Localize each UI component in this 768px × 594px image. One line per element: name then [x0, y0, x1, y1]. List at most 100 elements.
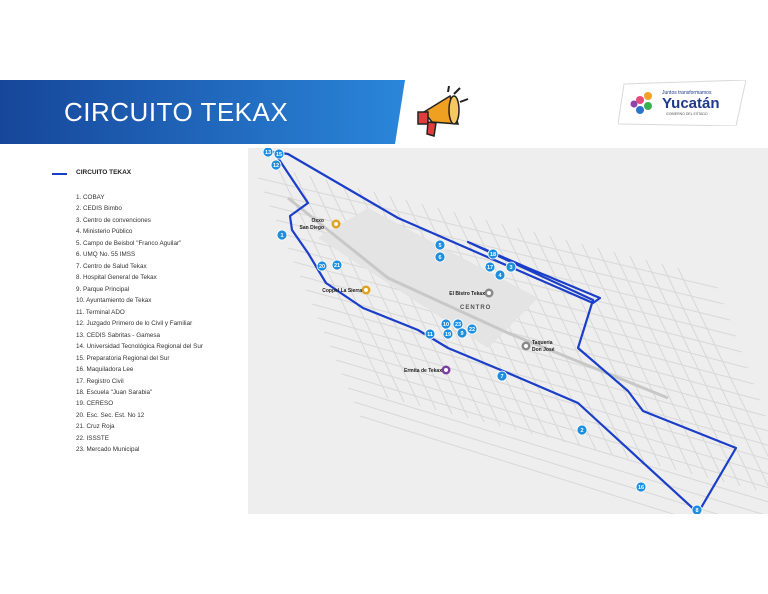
stop-marker[interactable]: 9 — [456, 327, 468, 339]
landmark-label: San Diego — [300, 225, 324, 231]
downtown-shaded-area — [318, 208, 538, 348]
route-map[interactable]: 13 15 12 1 20 21 5 6 18 17 3 4 10 23 9 22 11 19 7 2 16 8 Oxxo… — [248, 146, 768, 545]
stop-number: 15 — [276, 152, 282, 158]
legend-place-item: 14. Universidad Tecnológica Regional del… — [76, 343, 203, 351]
stop-number: 22 — [469, 327, 475, 333]
legend-place-item: 12. Juzgado Primero de lo Civil y Famili… — [76, 320, 193, 328]
legend-place-item: 19. CERESO — [76, 400, 114, 408]
landmark-label: Ermita de Tekax — [404, 368, 442, 374]
stop-marker[interactable]: 20 — [316, 260, 328, 272]
stop-marker[interactable]: 21 — [331, 259, 343, 271]
stop-number: 8 — [695, 508, 698, 514]
stop-number: 17 — [487, 265, 493, 271]
legend-place-item: 21. Cruz Roja — [76, 423, 115, 431]
stop-marker[interactable]: 7 — [496, 370, 508, 382]
stop-number: 2 — [580, 428, 583, 434]
map-canvas: 13 15 12 1 20 21 5 6 18 17 3 4 10 23 9 22 11 19 7 2 16 8 Oxxo… — [248, 146, 768, 545]
stop-number: 9 — [460, 331, 463, 337]
legend-place-item: 15. Preparatoria Regional del Sur — [76, 354, 170, 362]
stop-number: 18 — [490, 252, 496, 258]
legend-place-item: 16. Maquiladora Lee — [76, 366, 134, 374]
stop-marker[interactable]: 12 — [270, 159, 282, 171]
landmark-label: Coppel La Sierra — [322, 288, 362, 294]
megaphone-icon — [414, 85, 472, 140]
legend-place-item: 4. Ministerio Público — [76, 228, 133, 236]
legend-place-item: 23. Mercado Municipal — [76, 446, 140, 454]
landmark-label: Oxxo — [311, 218, 324, 224]
route-legend-swatch — [52, 173, 67, 175]
stop-number: 12 — [273, 163, 279, 169]
legend-place-item: 17. Registro Civil — [76, 377, 124, 385]
stop-marker[interactable]: 16 — [635, 481, 647, 493]
legend-place-item: 9. Parque Principal — [76, 285, 130, 293]
legend-place-item: 18. Escuela "Juan Sarabia" — [76, 388, 153, 396]
restaurant-icon — [521, 341, 531, 351]
logo-tagline: Juntos transformamos — [662, 90, 712, 96]
legend-place-item: 10. Ayuntamiento de Tekax — [76, 297, 152, 305]
legend-place-item: 11. Terminal ADO — [76, 308, 125, 316]
legend-place-item: 5. Campo de Beisbol "Franco Aguilar" — [76, 239, 182, 247]
church-icon — [441, 365, 451, 375]
stop-number: 21 — [334, 263, 340, 269]
legend-place-item: 22. ISSSTE — [76, 434, 109, 442]
logo-wordmark: Yucatán — [662, 95, 720, 112]
stop-marker[interactable]: 23 — [452, 318, 464, 330]
header-banner — [0, 80, 405, 144]
stop-marker[interactable]: 19 — [442, 328, 454, 340]
legend-place-item: 3. Centro de convenciones — [76, 216, 151, 224]
stop-number: 7 — [500, 374, 503, 380]
stop-marker[interactable]: 11 — [424, 328, 436, 340]
landmark-label: El Bistro Tekax — [449, 291, 485, 297]
stop-marker[interactable]: 10 — [440, 318, 452, 330]
stop-number: 3 — [509, 265, 512, 271]
stop-number: 16 — [638, 485, 644, 491]
stop-marker[interactable]: 22 — [466, 323, 478, 335]
stop-marker[interactable]: 6 — [434, 251, 446, 263]
legend-place-item: 13. CEDIS Sabritas - Gamesa — [76, 331, 160, 339]
stop-marker[interactable]: 4 — [494, 269, 506, 281]
stop-number: 11 — [427, 332, 433, 338]
stop-marker[interactable]: 2 — [576, 424, 588, 436]
landmark[interactable]: El Bistro Tekax — [449, 288, 494, 298]
stop-number: 5 — [438, 243, 441, 249]
stop-number: 10 — [443, 322, 449, 328]
stop-marker[interactable]: 3 — [505, 261, 517, 273]
route-legend-label: CIRCUITO TEKAX — [76, 169, 132, 176]
stop-marker[interactable]: 5 — [434, 239, 446, 251]
legend-place-item: 20. Esc. Sec. Est. No 12 — [76, 411, 145, 419]
legend-place-item: 1. COBAY — [76, 194, 105, 201]
landmark-label: Don José — [532, 347, 555, 353]
store-icon — [331, 219, 341, 229]
stop-marker[interactable]: 17 — [484, 261, 496, 273]
restaurant-icon — [484, 288, 494, 298]
stop-marker[interactable]: 8 — [691, 504, 703, 516]
places-list: 1. COBAY 2. CEDIS Bimbo 3. Centro de conve… — [76, 192, 203, 456]
stop-number: 6 — [438, 255, 441, 261]
landmark-label: Taquería — [532, 340, 553, 346]
stop-number: 23 — [455, 322, 461, 328]
district-label-centro: CENTRO — [460, 305, 491, 311]
route-circuit-line — [272, 150, 738, 515]
legend-place-item: 8. Hospital General de Tekax — [76, 274, 157, 282]
stop-marker[interactable]: 1 — [276, 229, 288, 241]
legend-place-item: 6. UMQ No. 55 IMSS — [76, 251, 136, 259]
landmark[interactable]: Coppel La Sierra — [322, 285, 371, 295]
store-icon — [361, 285, 371, 295]
stop-marker[interactable]: 18 — [487, 248, 499, 260]
legend-place-item: 7. Centro de Salud Tekax — [76, 262, 147, 270]
main-road — [287, 196, 669, 400]
stop-number: 13 — [265, 150, 271, 156]
landmark[interactable]: Ermita de Tekax — [404, 365, 451, 375]
stop-number: 20 — [319, 264, 325, 270]
logo-subline: GOBIERNO DEL ESTADO — [666, 112, 708, 116]
stop-marker[interactable]: 15 — [273, 148, 285, 160]
stop-number: 1 — [280, 233, 283, 239]
stop-marker[interactable]: 13 — [262, 146, 274, 158]
legend-place-item: 2. CEDIS Bimbo — [76, 205, 122, 213]
page-title: CIRCUITO TEKAX — [64, 97, 289, 127]
stop-number: 19 — [445, 332, 451, 338]
yucatan-logo: Juntos transformamos Yucatán GOBIERNO DE… — [617, 79, 747, 127]
stop-number: 4 — [498, 273, 502, 279]
